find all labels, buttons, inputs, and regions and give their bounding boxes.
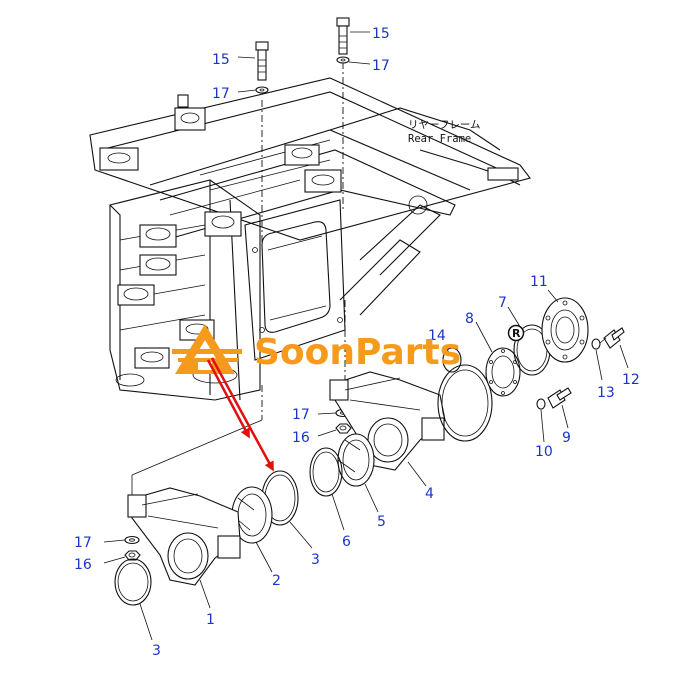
cover-11 xyxy=(541,297,589,363)
leader-lines xyxy=(103,31,629,641)
callout-16-lower: 16 xyxy=(74,557,92,573)
washer-13 xyxy=(591,338,601,350)
callout-5: 5 xyxy=(377,514,386,530)
callout-4: 4 xyxy=(425,486,434,502)
callout-10: 10 xyxy=(535,444,553,460)
callout-labels: 15 17 15 17 17 16 17 16 3 1 2 3 6 5 4 14… xyxy=(74,26,640,659)
bolt-12 xyxy=(599,327,625,349)
callout-2: 2 xyxy=(272,573,281,589)
washer-10 xyxy=(536,398,546,410)
frame-boss-7 xyxy=(139,254,177,276)
callout-13: 13 xyxy=(597,385,615,401)
frame-boss-1 xyxy=(174,94,206,131)
red-arrow-to-bushing xyxy=(206,359,250,439)
bracket-4 xyxy=(329,371,446,471)
bracket-1 xyxy=(127,487,241,586)
callout-14: 14 xyxy=(428,328,446,344)
callout-15-right: 15 xyxy=(372,26,390,42)
frame-boss-3 xyxy=(284,144,320,166)
washer-17-right xyxy=(336,56,350,64)
callout-3-left: 3 xyxy=(152,643,161,659)
red-arrow-to-ring xyxy=(210,357,274,472)
rear-frame-label-jp: リヤーフレーム xyxy=(408,119,481,131)
callout-15-left: 15 xyxy=(212,52,230,68)
bolt-9 xyxy=(547,387,572,409)
frame-boss-5 xyxy=(204,211,242,237)
callout-17-right: 17 xyxy=(372,58,390,74)
bolt-15-left xyxy=(255,41,269,81)
nut-16-mid xyxy=(335,423,352,434)
callout-7: 7 xyxy=(498,295,507,311)
red-arrows xyxy=(206,357,274,472)
registered-mark-icon xyxy=(507,324,525,342)
frame-boss-8 xyxy=(117,284,155,306)
bushing-5 xyxy=(337,433,375,487)
ring-3-left xyxy=(114,558,152,606)
rear-frame-label-en: Rear Frame xyxy=(408,133,471,145)
frame-boss-4 xyxy=(304,169,342,193)
soonparts-watermark: SoonParts R xyxy=(172,324,525,374)
center-lines xyxy=(131,62,346,500)
washer-17-left-lower xyxy=(124,535,140,545)
bolt-15-right xyxy=(336,17,350,55)
callout-17-mid: 17 xyxy=(292,407,310,423)
callout-8: 8 xyxy=(465,311,474,327)
callout-3-center: 3 xyxy=(311,552,320,568)
washer-17-left xyxy=(255,86,269,94)
ring-14 xyxy=(437,364,493,442)
callout-16-mid: 16 xyxy=(292,430,310,446)
watermark-text: SoonParts xyxy=(254,332,461,373)
callout-17-left: 17 xyxy=(212,86,230,102)
ring-6 xyxy=(309,447,343,497)
callout-9: 9 xyxy=(562,430,571,446)
ring-14-small xyxy=(442,347,462,373)
callout-1: 1 xyxy=(206,612,215,628)
callout-17-lower: 17 xyxy=(74,535,92,551)
frame-boss-10 xyxy=(134,347,170,369)
frame-boss-2 xyxy=(99,147,139,171)
callout-12: 12 xyxy=(622,372,640,388)
callout-6: 6 xyxy=(342,534,351,550)
plate-8 xyxy=(485,347,521,397)
rear-frame-drawing: リヤーフレーム Rear Frame xyxy=(89,77,531,401)
callout-11: 11 xyxy=(530,274,548,290)
registered-mark-letter: R xyxy=(512,327,521,340)
frame-boss-6 xyxy=(139,224,177,248)
